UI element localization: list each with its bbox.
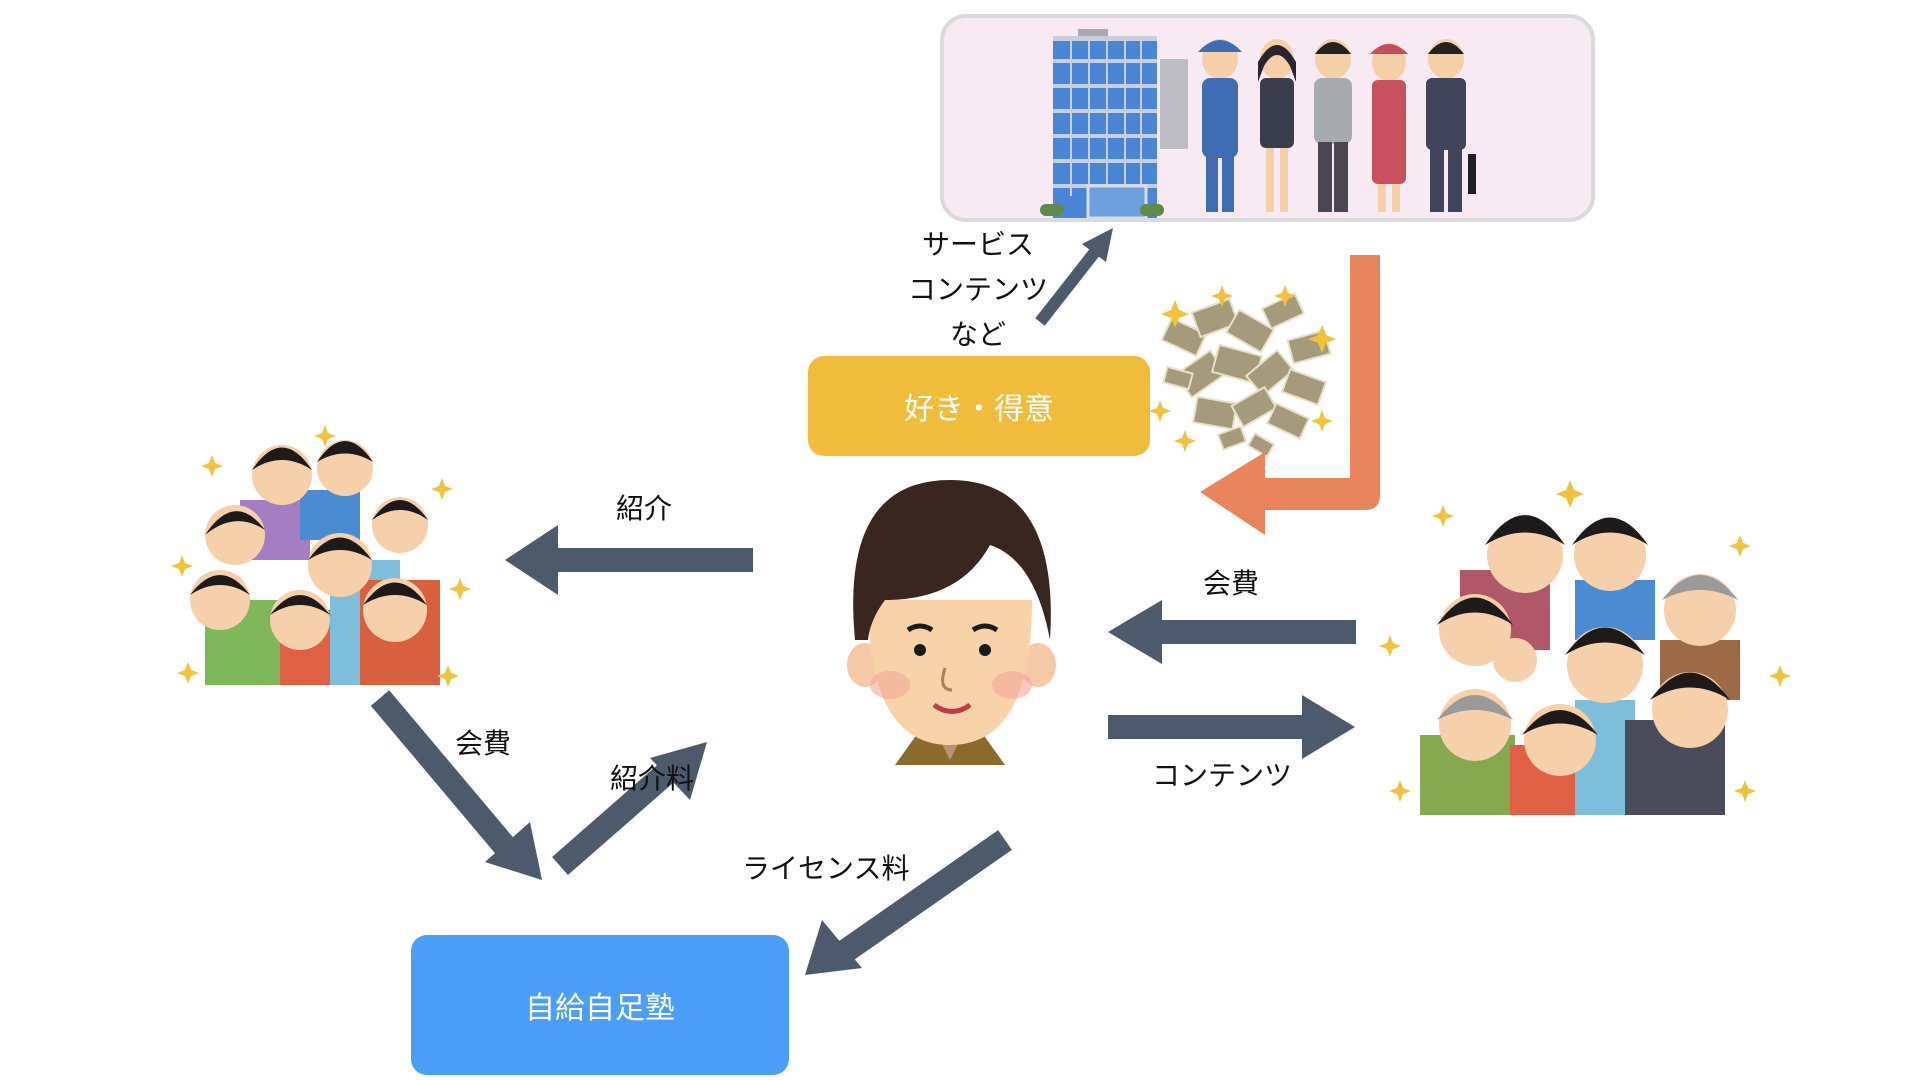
- juku-box-label: 自給自足塾: [525, 991, 675, 1026]
- money-flow-arrow: [1200, 255, 1380, 535]
- money-pile-icon: [1149, 285, 1336, 458]
- family-group-icon: [1379, 480, 1791, 815]
- edge-label-kids-to-juku: 会費: [455, 727, 512, 760]
- edge-label-person-to-juku: ライセンス料: [742, 852, 910, 885]
- arrow-person-to-kids: [505, 525, 753, 595]
- workers-group-icon: [1198, 39, 1476, 212]
- kids-group-icon: [171, 425, 471, 687]
- arrow-person-to-family: [1108, 695, 1355, 759]
- edge-label-family-to-person: 会費: [1203, 567, 1260, 600]
- edge-label-line: サービス: [921, 228, 1034, 261]
- arrow-kids-to-juku: [370, 690, 542, 880]
- edge-label-juku-to-person: 紹介料: [610, 762, 695, 795]
- skill-box: 好き・得意: [808, 356, 1150, 456]
- edge-label-person-to-family: コンテンツ: [1152, 759, 1293, 792]
- juku-box: 自給自足塾: [411, 935, 789, 1075]
- person-icon: [847, 480, 1056, 765]
- arrow-skill-to-companies: [1035, 228, 1113, 326]
- edge-label-line: など: [949, 318, 1006, 351]
- companies-card: [940, 14, 1595, 222]
- arrow-family-to-person: [1108, 600, 1356, 664]
- edge-label-skill-to-companies: サービス コンテンツ など: [898, 222, 1058, 357]
- arrow-person-to-juku: [805, 830, 1012, 975]
- skill-box-label: 好き・得意: [904, 392, 1054, 427]
- edge-label-line: コンテンツ: [907, 273, 1048, 306]
- office-building-icon: [1040, 29, 1188, 220]
- edge-label-person-to-kids: 紹介: [616, 492, 673, 525]
- arrow-juku-to-person: [552, 742, 707, 876]
